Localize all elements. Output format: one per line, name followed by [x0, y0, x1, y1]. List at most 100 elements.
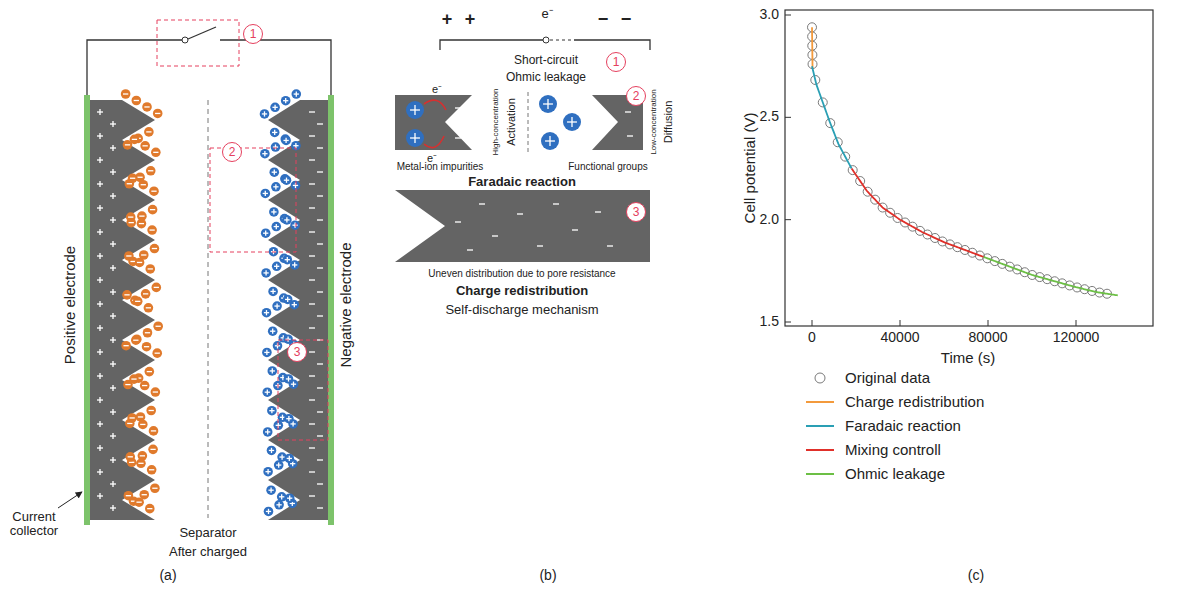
ion-sign	[272, 329, 273, 334]
cation	[267, 366, 277, 376]
ion-sign	[142, 385, 147, 386]
tick-label: 1.5	[760, 314, 779, 329]
ion-sign	[276, 224, 277, 229]
cation	[268, 326, 278, 336]
ion-sign	[126, 495, 131, 496]
charge-mark	[112, 409, 113, 415]
fit-curve	[812, 66, 852, 168]
axis-title: Time (s)	[941, 350, 995, 367]
legend-text: Ohmic leakage	[845, 466, 945, 483]
ion-sign	[135, 301, 140, 302]
ion-sign	[124, 294, 129, 295]
ion-circle	[263, 427, 273, 437]
cation	[261, 268, 271, 278]
axis-title: Cell potential (V)	[742, 113, 759, 224]
x-tick	[900, 320, 901, 326]
ion-circle	[132, 334, 142, 344]
charge-mark	[99, 325, 100, 331]
anion	[140, 141, 150, 151]
charge-mark	[455, 107, 461, 108]
ion-circle	[260, 189, 270, 199]
process-label: Diffusion	[662, 101, 674, 144]
separator-line	[208, 100, 209, 518]
ion-circle	[267, 446, 277, 456]
ion-circle	[146, 406, 156, 416]
anion	[153, 321, 163, 331]
charge-mark	[112, 313, 113, 319]
mechanism-label: Short-circuit	[514, 54, 578, 67]
ion-circle	[272, 262, 282, 272]
tick-label: 2.0	[760, 212, 779, 227]
ion-sign	[267, 469, 268, 474]
ion-sign	[266, 350, 267, 355]
ion-circle	[132, 96, 142, 106]
ion-circle	[291, 181, 301, 191]
ion-circle	[262, 387, 272, 397]
anion	[146, 406, 156, 416]
panel-c-chart	[785, 10, 1153, 326]
ion-sign	[274, 105, 275, 110]
switch-pivot	[182, 37, 188, 43]
charge-mark	[112, 457, 113, 463]
ion-sign	[153, 391, 158, 392]
ion-sign	[156, 326, 161, 327]
part-label: Uneven distribution due to pore resistan…	[428, 268, 615, 279]
ion-sign	[143, 145, 148, 146]
callout-number: 2	[222, 142, 242, 162]
panel-label: (b)	[539, 568, 556, 583]
anion	[128, 173, 138, 183]
ion-circle	[260, 109, 270, 119]
anion	[134, 497, 144, 507]
ion-sign	[143, 293, 148, 294]
charge-mark	[309, 375, 315, 376]
charge-mark	[317, 171, 323, 172]
ion-circle	[138, 180, 148, 190]
anion	[147, 465, 157, 475]
cation	[284, 414, 294, 424]
cation	[261, 228, 271, 238]
ion-sign	[131, 378, 136, 379]
ion-sign	[147, 371, 152, 372]
charge-mark	[309, 327, 315, 328]
ion-circle	[270, 103, 280, 113]
switch-lever	[188, 27, 216, 39]
tick-label: 0	[808, 330, 816, 345]
negative-electrode	[268, 100, 328, 520]
charge-mark	[99, 373, 100, 379]
ion-circle	[284, 374, 294, 384]
ion-circle	[150, 244, 160, 254]
anion	[142, 342, 152, 352]
callout-number: 3	[626, 202, 646, 222]
ion-circle	[137, 219, 147, 229]
ion-circle	[261, 228, 271, 238]
ion-circle	[283, 295, 293, 305]
ion-sign	[278, 502, 279, 507]
x-tick	[1076, 320, 1077, 326]
ion-sign	[285, 98, 286, 103]
ion-sign	[276, 264, 277, 269]
charge-mark	[112, 433, 113, 439]
ion-sign	[268, 509, 269, 514]
ion-sign	[287, 257, 288, 262]
charge-sign: +	[442, 10, 453, 30]
charge-mark	[99, 181, 100, 187]
anion	[135, 258, 145, 268]
ion-circle	[260, 149, 270, 159]
callout-text: 3	[633, 206, 640, 218]
ion-sign	[296, 91, 297, 96]
charge-mark	[309, 279, 315, 280]
ion-circle	[127, 413, 137, 423]
ion-circle	[144, 127, 154, 137]
charge-mark	[517, 213, 523, 214]
mechanism-label: Ohmic leakage	[506, 71, 586, 84]
ion-sign	[286, 217, 287, 222]
panel-a-art	[58, 20, 334, 525]
x-tick	[812, 320, 813, 326]
cation	[282, 255, 292, 265]
cation	[262, 387, 272, 397]
part-label: Metal-ion impurities	[397, 161, 484, 172]
ion-sign	[281, 454, 282, 459]
ion-sign	[289, 456, 290, 461]
tick-label: 120000	[1053, 330, 1100, 345]
